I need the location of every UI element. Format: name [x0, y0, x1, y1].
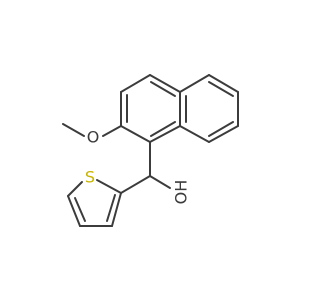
molecule-diagram: O OH S: [62, 74, 239, 227]
bond-thio-c5-c4-double: [74, 197, 86, 222]
bond-ch-thio-c2: [120, 175, 151, 194]
bond-c4a-c5: [179, 74, 210, 93]
bond-c4-c4a-double: [150, 81, 176, 97]
bond-c8a-c1: [149, 125, 181, 143]
bond-c1-c2: [120, 125, 151, 143]
bond-c7-c8: [208, 125, 239, 143]
structure-canvas: O OH S: [62, 74, 239, 227]
bond-thio-c2-s: [96, 179, 122, 194]
bond-c8-c8a: [179, 125, 210, 143]
bond-c5-c6: [208, 74, 239, 93]
bond-s-thio-c5: [67, 181, 83, 197]
methoxy-oxygen-label: O: [87, 128, 100, 147]
naphthalene-right-ring: [179, 74, 239, 143]
bond-c4-c4a: [149, 74, 181, 93]
bond-c2-o: [102, 125, 122, 137]
thiophene-ring: S: [67, 168, 151, 227]
bond-c5-c6-double: [208, 81, 234, 97]
naphthalene-left-ring: [120, 74, 181, 143]
bond-thio-c3-c2-double: [106, 194, 116, 222]
hydroxyl-label: OH: [172, 180, 191, 205]
bond-ch-oh: [149, 175, 171, 189]
carbinol-group: OH: [149, 141, 191, 205]
bond-thio-c5-c4: [67, 195, 81, 227]
bond-thio-c3-c2: [111, 192, 122, 227]
bond-c3-c4: [120, 74, 151, 93]
methoxy-group: O: [62, 123, 122, 147]
bond-c7-c8-double: [208, 121, 234, 137]
bond-c8a-c1-double: [150, 121, 176, 137]
sulfur-label: S: [85, 168, 95, 187]
bond-o-ch3: [62, 123, 85, 137]
